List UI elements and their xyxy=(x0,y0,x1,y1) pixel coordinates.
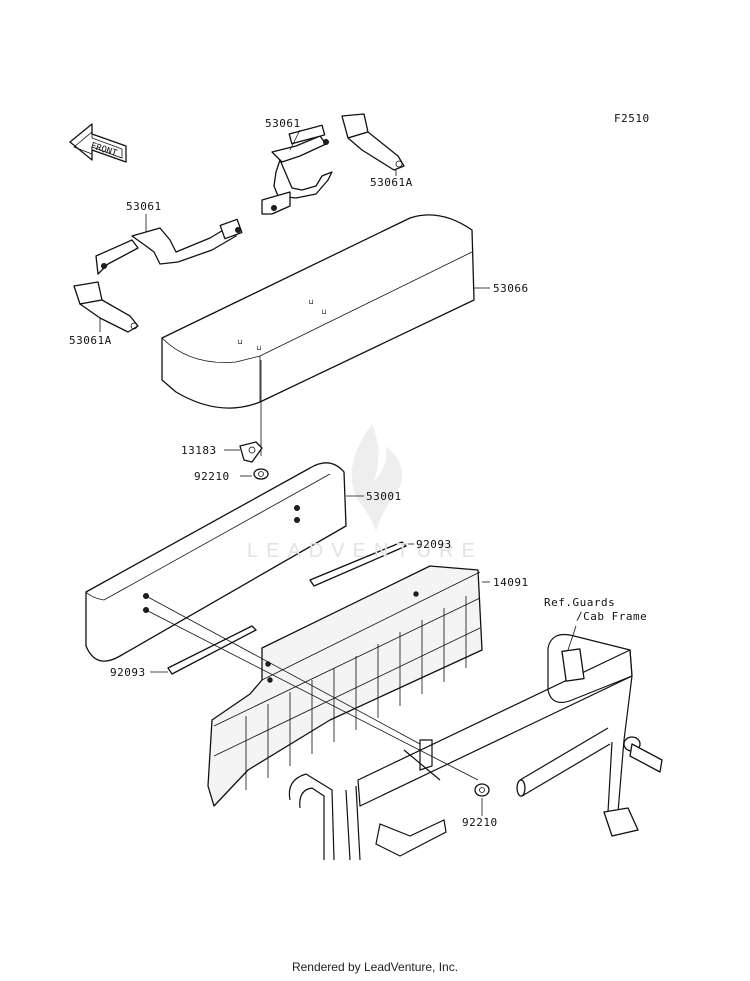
callout-53001: 53001 xyxy=(366,490,402,503)
svg-text:⊔: ⊔ xyxy=(238,338,242,346)
reference-note-line1: Ref.Guards xyxy=(544,596,616,609)
callout-92210-bottom: 92210 xyxy=(462,816,498,829)
callout-53061-left: 53061 xyxy=(126,200,162,213)
footer-credit: Rendered by LeadVenture, Inc. xyxy=(291,960,459,974)
callout-53061A-left: 53061A xyxy=(69,334,112,347)
callout-92210-top: 92210 xyxy=(194,470,230,483)
backrest-53001 xyxy=(85,462,347,662)
svg-text:⊔: ⊔ xyxy=(322,308,326,316)
callout-92093-left: 92093 xyxy=(110,666,146,679)
strip-92093-right xyxy=(309,541,407,587)
reference-note-line2: /Cab Frame xyxy=(576,610,648,623)
callout-53066: 53066 xyxy=(493,282,529,295)
callout-14091: 14091 xyxy=(493,576,529,589)
callout-13183: 13183 xyxy=(181,444,217,457)
leader-lines xyxy=(99,129,577,816)
strip-92093-left xyxy=(167,625,257,675)
nut-92210-top xyxy=(253,468,269,480)
figure-code: F2510 xyxy=(614,112,650,125)
svg-text:⊔: ⊔ xyxy=(309,298,313,306)
callout-53061A-top: 53061A xyxy=(370,176,413,189)
front-arrow-icon: FRONT xyxy=(69,123,127,163)
strap-53061-left xyxy=(95,218,243,275)
buckle-53061A-left xyxy=(73,281,139,333)
cab-frame-reference xyxy=(288,633,663,861)
bracket-14091 xyxy=(207,565,483,807)
seat-cushion-53066: ⊔ ⊔ ⊔ ⊔ xyxy=(161,214,475,409)
strap-53061-top xyxy=(261,124,333,215)
callout-92093-right: 92093 xyxy=(416,538,452,551)
svg-text:⊔: ⊔ xyxy=(257,344,261,352)
nut-92210-bottom xyxy=(474,783,490,797)
watermark-text: LEADVENTURE xyxy=(247,540,483,562)
clip-13183 xyxy=(239,441,263,463)
callout-53061-top: 53061 xyxy=(265,117,301,130)
watermark-logo-icon xyxy=(351,424,403,532)
buckle-53061A-top xyxy=(341,113,405,171)
